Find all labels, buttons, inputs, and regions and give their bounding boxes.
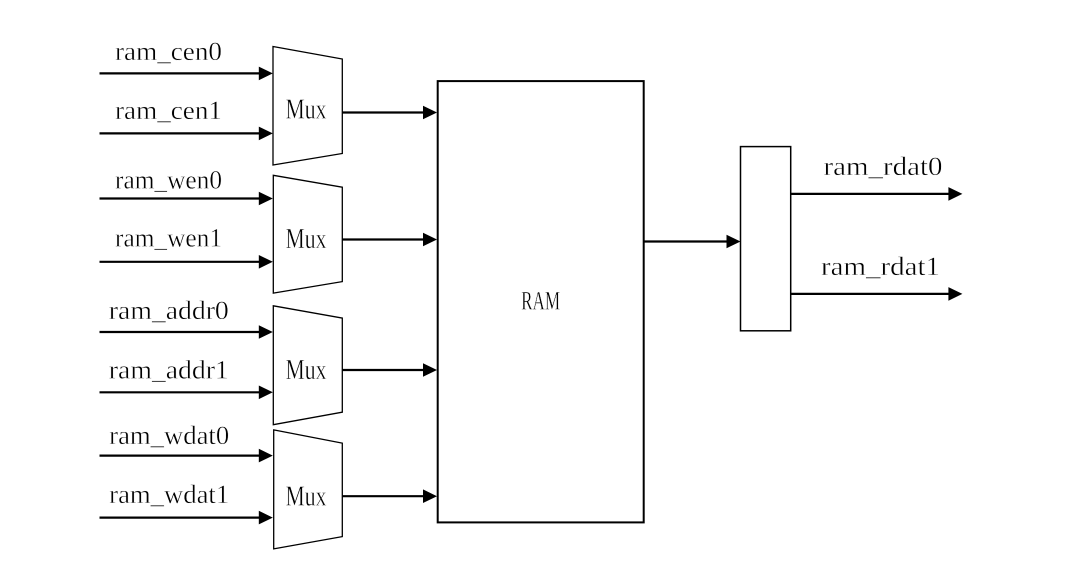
svg-text:RAM: RAM <box>521 285 560 315</box>
svg-text:Mux: Mux <box>286 482 327 513</box>
svg-text:ram_cen0: ram_cen0 <box>115 36 222 66</box>
svg-text:ram_wdat1: ram_wdat1 <box>109 479 229 509</box>
svg-text:ram_addr0: ram_addr0 <box>109 295 229 325</box>
svg-text:ram_rdat1: ram_rdat1 <box>821 251 940 281</box>
svg-text:Mux: Mux <box>286 224 327 255</box>
svg-text:ram_wen0: ram_wen0 <box>115 165 222 195</box>
svg-text:Mux: Mux <box>286 95 327 126</box>
svg-text:ram_wen1: ram_wen1 <box>115 222 222 252</box>
svg-text:ram_addr1: ram_addr1 <box>109 354 229 384</box>
svg-text:ram_cen1: ram_cen1 <box>115 95 222 125</box>
svg-text:Mux: Mux <box>286 355 327 386</box>
svg-text:ram_rdat0: ram_rdat0 <box>824 151 943 181</box>
svg-text:ram_wdat0: ram_wdat0 <box>109 420 229 450</box>
